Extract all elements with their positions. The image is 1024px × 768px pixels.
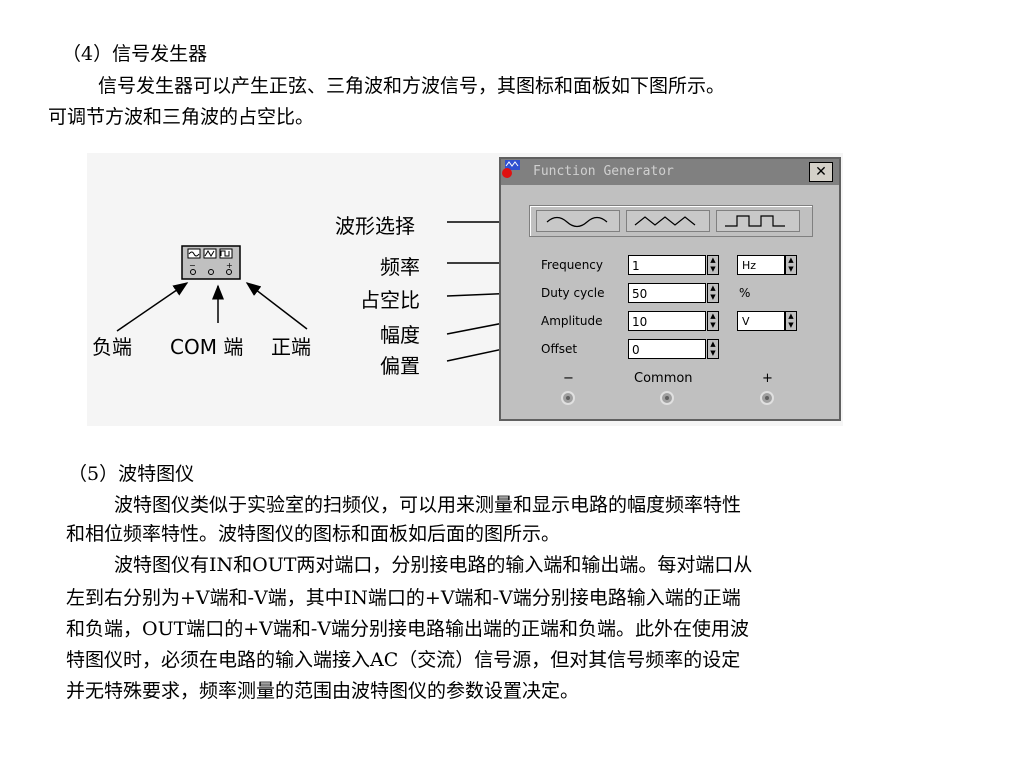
triangle-wave-icon <box>634 216 696 226</box>
frequency-input[interactable]: 1 <box>628 255 706 275</box>
amplitude-unit-spinner[interactable]: ▲▼ <box>785 311 797 331</box>
duty-cycle-label: Duty cycle <box>541 286 605 300</box>
offset-spinner[interactable]: ▲▼ <box>707 339 719 359</box>
common-terminal[interactable] <box>660 391 674 405</box>
duty-cycle-spinner[interactable]: ▲▼ <box>707 283 719 303</box>
section5-line1: 波特图仪类似于实验室的扫频仪，可以用来测量和显示电路的幅度频率特性 <box>114 494 742 516</box>
frequency-unit-spinner[interactable]: ▲▼ <box>785 255 797 275</box>
section4-heading: （4）信号发生器 <box>62 43 208 65</box>
plus-terminal-label: + <box>762 371 773 386</box>
section4-para-line2: 可调节方波和三角波的占空比。 <box>48 106 315 128</box>
section5-line3: 波特图仪有IN和OUT两对端口，分别接电路的输入端和输出端。每对端口从 <box>114 554 753 576</box>
section5-line4: 左到右分别为+V端和-V端，其中IN端口的+V端和-V端分别接电路输入端的正端 <box>66 587 741 609</box>
svg-text:−: − <box>189 261 196 270</box>
offset-label: Offset <box>541 342 578 356</box>
section5-heading: （5）波特图仪 <box>68 463 195 485</box>
section5-line6: 特图仪时，必须在电路的输入端接入AC（交流）信号源，但对其信号频率的设定 <box>66 649 741 671</box>
common-terminal-label: Common <box>634 371 693 386</box>
section5-line2: 和相位频率特性。波特图仪的图标和面板如后面的图所示。 <box>66 523 561 545</box>
amplitude-unit-select[interactable]: V <box>737 311 785 331</box>
callout-duty-cycle: 占空比 <box>360 288 420 312</box>
callout-waveform-select: 波形选择 <box>335 214 415 238</box>
waveform-selector <box>529 205 813 237</box>
callout-frequency: 频率 <box>380 255 420 279</box>
label-com-terminal: COM 端 <box>170 335 244 359</box>
amplitude-label: Amplitude <box>541 314 603 328</box>
square-wave-icon <box>725 215 785 227</box>
close-button[interactable]: ✕ <box>809 162 833 182</box>
minus-terminal[interactable] <box>561 391 575 405</box>
panel-title-bar[interactable]: Function Generator ✕ <box>501 159 839 185</box>
callout-amplitude: 幅度 <box>380 323 420 347</box>
triangle-wave-button[interactable] <box>626 210 710 232</box>
function-generator-panel: Function Generator ✕ Frequency 1 ▲▼ Hz ▲… <box>499 157 841 421</box>
label-negative-terminal: 负端 <box>92 335 132 359</box>
duty-cycle-unit: % <box>739 286 751 300</box>
function-generator-app-icon <box>502 160 520 178</box>
section5-line7: 并无特殊要求，频率测量的范围由波特图仪的参数设置决定。 <box>66 680 580 702</box>
frequency-spinner[interactable]: ▲▼ <box>707 255 719 275</box>
section5-line5: 和负端，OUT端口的+V端和-V端分别接电路输出端的正端和负端。此外在使用波 <box>66 618 750 640</box>
frequency-unit-select[interactable]: Hz <box>737 255 785 275</box>
square-wave-button[interactable] <box>716 210 800 232</box>
minus-terminal-label: − <box>563 371 574 386</box>
amplitude-input[interactable]: 10 <box>628 311 706 331</box>
function-generator-icon: − + <box>181 245 241 280</box>
offset-input[interactable]: 0 <box>628 339 706 359</box>
amplitude-spinner[interactable]: ▲▼ <box>707 311 719 331</box>
sine-wave-button[interactable] <box>536 210 620 232</box>
sine-wave-icon <box>546 216 608 228</box>
callout-offset: 偏置 <box>380 354 420 378</box>
function-generator-figure: − + 负端 COM 端 正端 波形选择 频率 占空比 幅度 偏置 Functi… <box>87 153 843 426</box>
svg-text:+: + <box>226 261 233 270</box>
section4-para-line1: 信号发生器可以产生正弦、三角波和方波信号，其图标和面板如下图所示。 <box>98 75 726 97</box>
plus-terminal[interactable] <box>760 391 774 405</box>
panel-title: Function Generator <box>533 164 674 179</box>
frequency-label: Frequency <box>541 258 603 272</box>
duty-cycle-input[interactable]: 50 <box>628 283 706 303</box>
label-positive-terminal: 正端 <box>271 335 311 359</box>
